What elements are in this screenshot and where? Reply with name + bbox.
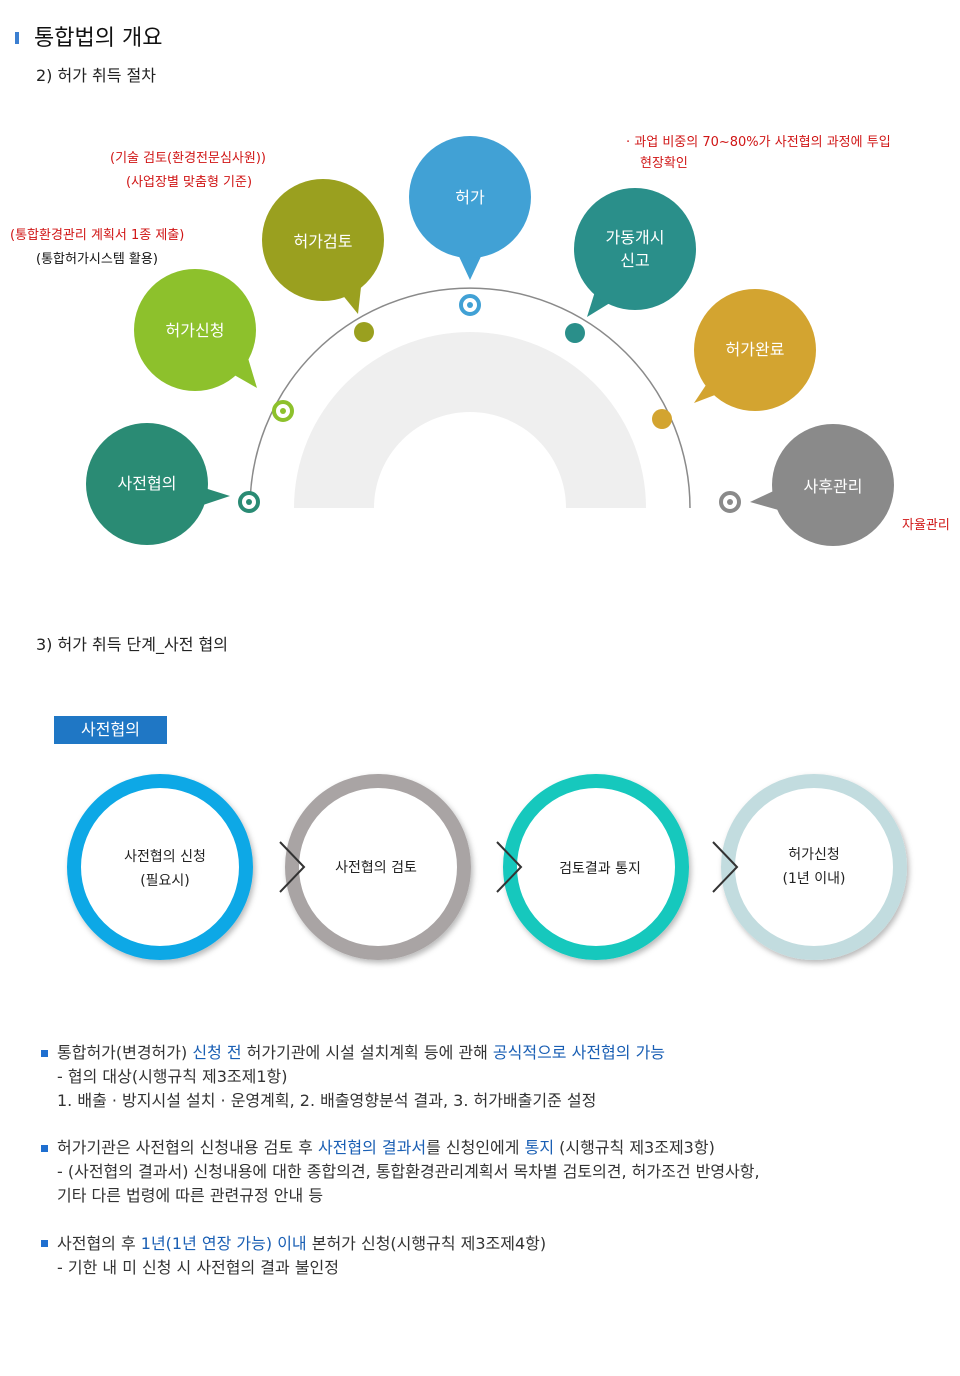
bullet-3-marker [41, 1240, 48, 1247]
flow-step-3: 검토결과 통지 [535, 857, 665, 881]
step-label-pre-consult: 사전협의 [117, 474, 177, 493]
bullet-1-line2: - 협의 대상(시행규칙 제3조제1항) [57, 1067, 288, 1086]
bubble-operation [574, 188, 696, 317]
bubble-complete [694, 289, 816, 411]
page-title: 통합법의 개요 [34, 26, 163, 51]
arc-dot-review [354, 322, 374, 342]
arc-dot-complete [652, 409, 672, 429]
bullet-2-line2: - (사전협의 결과서) 신청내용에 대한 종합의견, 통합환경관리계획서 목차… [57, 1162, 760, 1181]
flow-arrow-1 [279, 841, 306, 893]
flow-ring-4 [721, 774, 907, 960]
note-review-1: (기술 검토(환경전문심사원)) [110, 151, 266, 166]
step-label-apply: 허가신청 [165, 321, 225, 340]
bullet-2-line3: 기타 다른 법령에 따른 관련규정 안내 등 [57, 1186, 324, 1205]
bullet-3-line2: - 기한 내 미 신청 시 사전협의 결과 불인정 [57, 1258, 339, 1277]
note-apply-red: (통합환경관리 계획서 1종 제출) [10, 228, 185, 243]
section-3-title: 3) 허가 취득 단계_사전 협의 [36, 635, 228, 654]
bullet-1-marker [41, 1050, 48, 1057]
bullet-1-line1: 통합허가(변경허가) 신청 전 허가기관에 시설 설치계획 등에 관해 공식적으… [57, 1043, 666, 1062]
flow-step-4: 허가신청 (1년 이내) [749, 843, 879, 891]
bubble-permit [409, 136, 531, 280]
pre-consult-tag: 사전협의 [54, 716, 167, 744]
section-marker [15, 32, 19, 44]
inner-arch [294, 332, 646, 508]
flow-step-1-line1: 사전협의 신청 [124, 849, 206, 865]
note-apply-black: (통합허가시스템 활용) [36, 252, 158, 267]
step-label-post: 사후관리 [803, 477, 863, 496]
step-label-permit: 허가 [455, 188, 485, 207]
bullet-2-line1: 허가기관은 사전협의 신청내용 검토 후 사전협의 결과서를 신청인에게 통지 … [57, 1138, 715, 1157]
step-label-complete: 허가완료 [725, 340, 785, 359]
section-2-title: 2) 허가 취득 절차 [36, 66, 156, 85]
note-review-2: (사업장별 맞춤형 기준) [126, 175, 253, 190]
flow-step-4-line2: (1년 이내) [782, 871, 846, 887]
bullet-2-marker [41, 1145, 48, 1152]
flow-step-4-line1: 허가신청 [788, 847, 840, 863]
flow-step-3-line1: 검토결과 통지 [559, 861, 641, 877]
process-diagram [86, 136, 894, 546]
note-operation-1: · 과업 비중의 70~80%가 사전협의 과정에 투입 [626, 135, 891, 150]
step-label-review: 허가검토 [293, 232, 353, 251]
flow-ring-3 [503, 774, 689, 960]
note-post: 자율관리 [902, 518, 950, 533]
flow-arrow-2 [496, 841, 523, 893]
bubble-post [750, 424, 894, 546]
bullet-1-line3: 1. 배출 · 방지시설 설치 · 운영계획, 2. 배출영향분석 결과, 3.… [57, 1091, 597, 1110]
bubble-pre-consult [86, 423, 230, 545]
flow-step-2-line1: 사전협의 검토 [335, 860, 417, 876]
flow-step-1: 사전협의 신청 (필요시) [100, 845, 230, 893]
flow-step-1-line2: (필요시) [140, 873, 190, 889]
pre-consult-flow [67, 774, 907, 960]
flow-step-2: 사전협의 검토 [311, 856, 441, 880]
bubble-review [262, 179, 384, 314]
arc-dot-operation [565, 323, 585, 343]
flow-ring-2 [285, 774, 471, 960]
bullet-3-line1: 사전협의 후 1년(1년 연장 가능) 이내 본허가 신청(시행규칙 제3조제4… [57, 1234, 547, 1253]
flow-ring-1 [67, 774, 253, 960]
flow-arrow-3 [712, 841, 739, 893]
note-operation-2: 현장확인 [640, 156, 688, 171]
bubble-apply [134, 269, 257, 391]
